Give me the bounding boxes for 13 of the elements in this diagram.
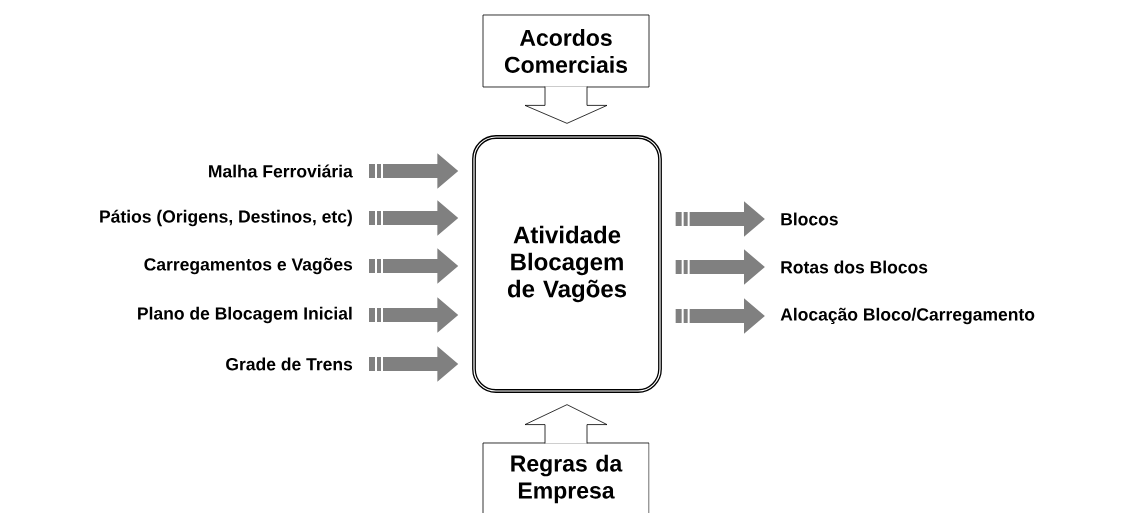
block-arrow <box>524 86 608 124</box>
input-label: Carregamentos e Vagões <box>144 257 353 275</box>
callout-box: Regras da Empresa <box>482 442 650 513</box>
input-label: Grade de Trens <box>226 357 353 371</box>
output-label: Rotas dos Blocos <box>781 260 928 274</box>
input-label: Plano de Blocagem Inicial <box>138 306 352 324</box>
output-label: Blocos <box>781 212 838 226</box>
block-arrow <box>524 404 608 444</box>
input-label: Pátios (Origens, Destinos, etc) <box>100 209 352 227</box>
process-box: Atividade Blocagem de Vagões <box>472 135 662 393</box>
callout-box: Acordos Comerciais <box>482 14 650 88</box>
input-label: Malha Ferroviária <box>209 164 353 178</box>
output-label: Alocação Bloco/Carregamento <box>780 307 1035 325</box>
